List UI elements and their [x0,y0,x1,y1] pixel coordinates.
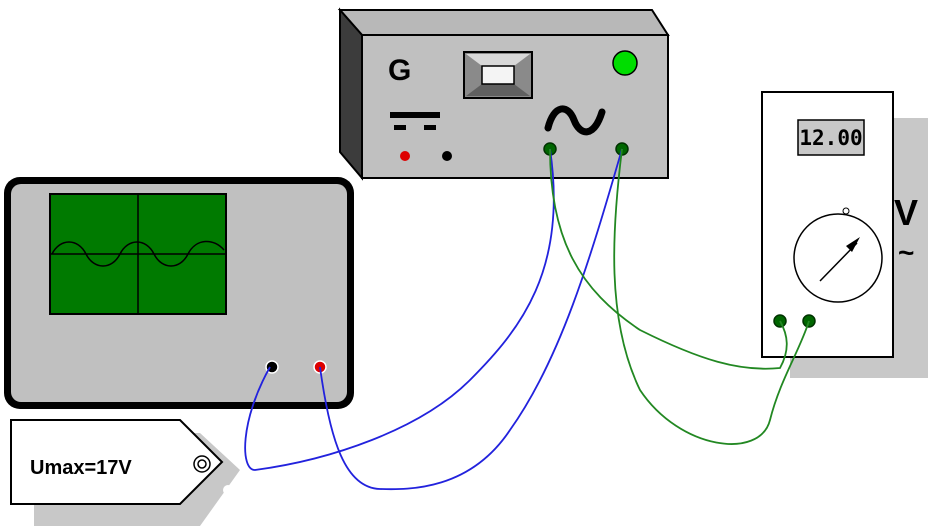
wire-green-2 [613,148,810,445]
tag-text: Umax=17V [30,457,132,479]
voltmeter: 12.00 V ~ [761,91,918,358]
tag-hole-inner [197,459,207,469]
voltmeter-dial [793,213,883,303]
voltmeter-ac-symbol: ~ [898,237,914,268]
needle-arrow-icon [846,237,860,252]
wires [244,148,810,491]
voltmeter-display-value: 12.00 [799,126,862,150]
wire-blue-2 [319,148,623,491]
dc-symbol-icon [390,112,440,130]
tag-shadow-hole [223,485,233,495]
umax-tag: Umax=17V [10,419,233,505]
generator-label: G [388,54,411,87]
ac-symbol-icon [544,105,606,136]
wire-blue-1 [244,148,555,471]
generator: G [337,7,670,181]
bevel-top [466,54,530,66]
generator-dc-terminal-red[interactable] [400,151,410,161]
oscilloscope-trace [51,240,225,267]
generator-dc-terminal-black[interactable] [442,151,452,161]
bevel-bottom [466,84,530,96]
generator-display-screen [481,65,515,85]
voltmeter-display [797,119,865,156]
voltmeter-dial-top-knob [842,207,850,215]
oscilloscope [4,177,354,409]
generator-side-face [339,7,363,181]
generator-top-face [337,9,670,36]
voltmeter-unit: V [894,192,918,233]
tag-body [10,419,224,505]
wire-green-1 [549,148,788,370]
generator-power-led [612,50,638,76]
